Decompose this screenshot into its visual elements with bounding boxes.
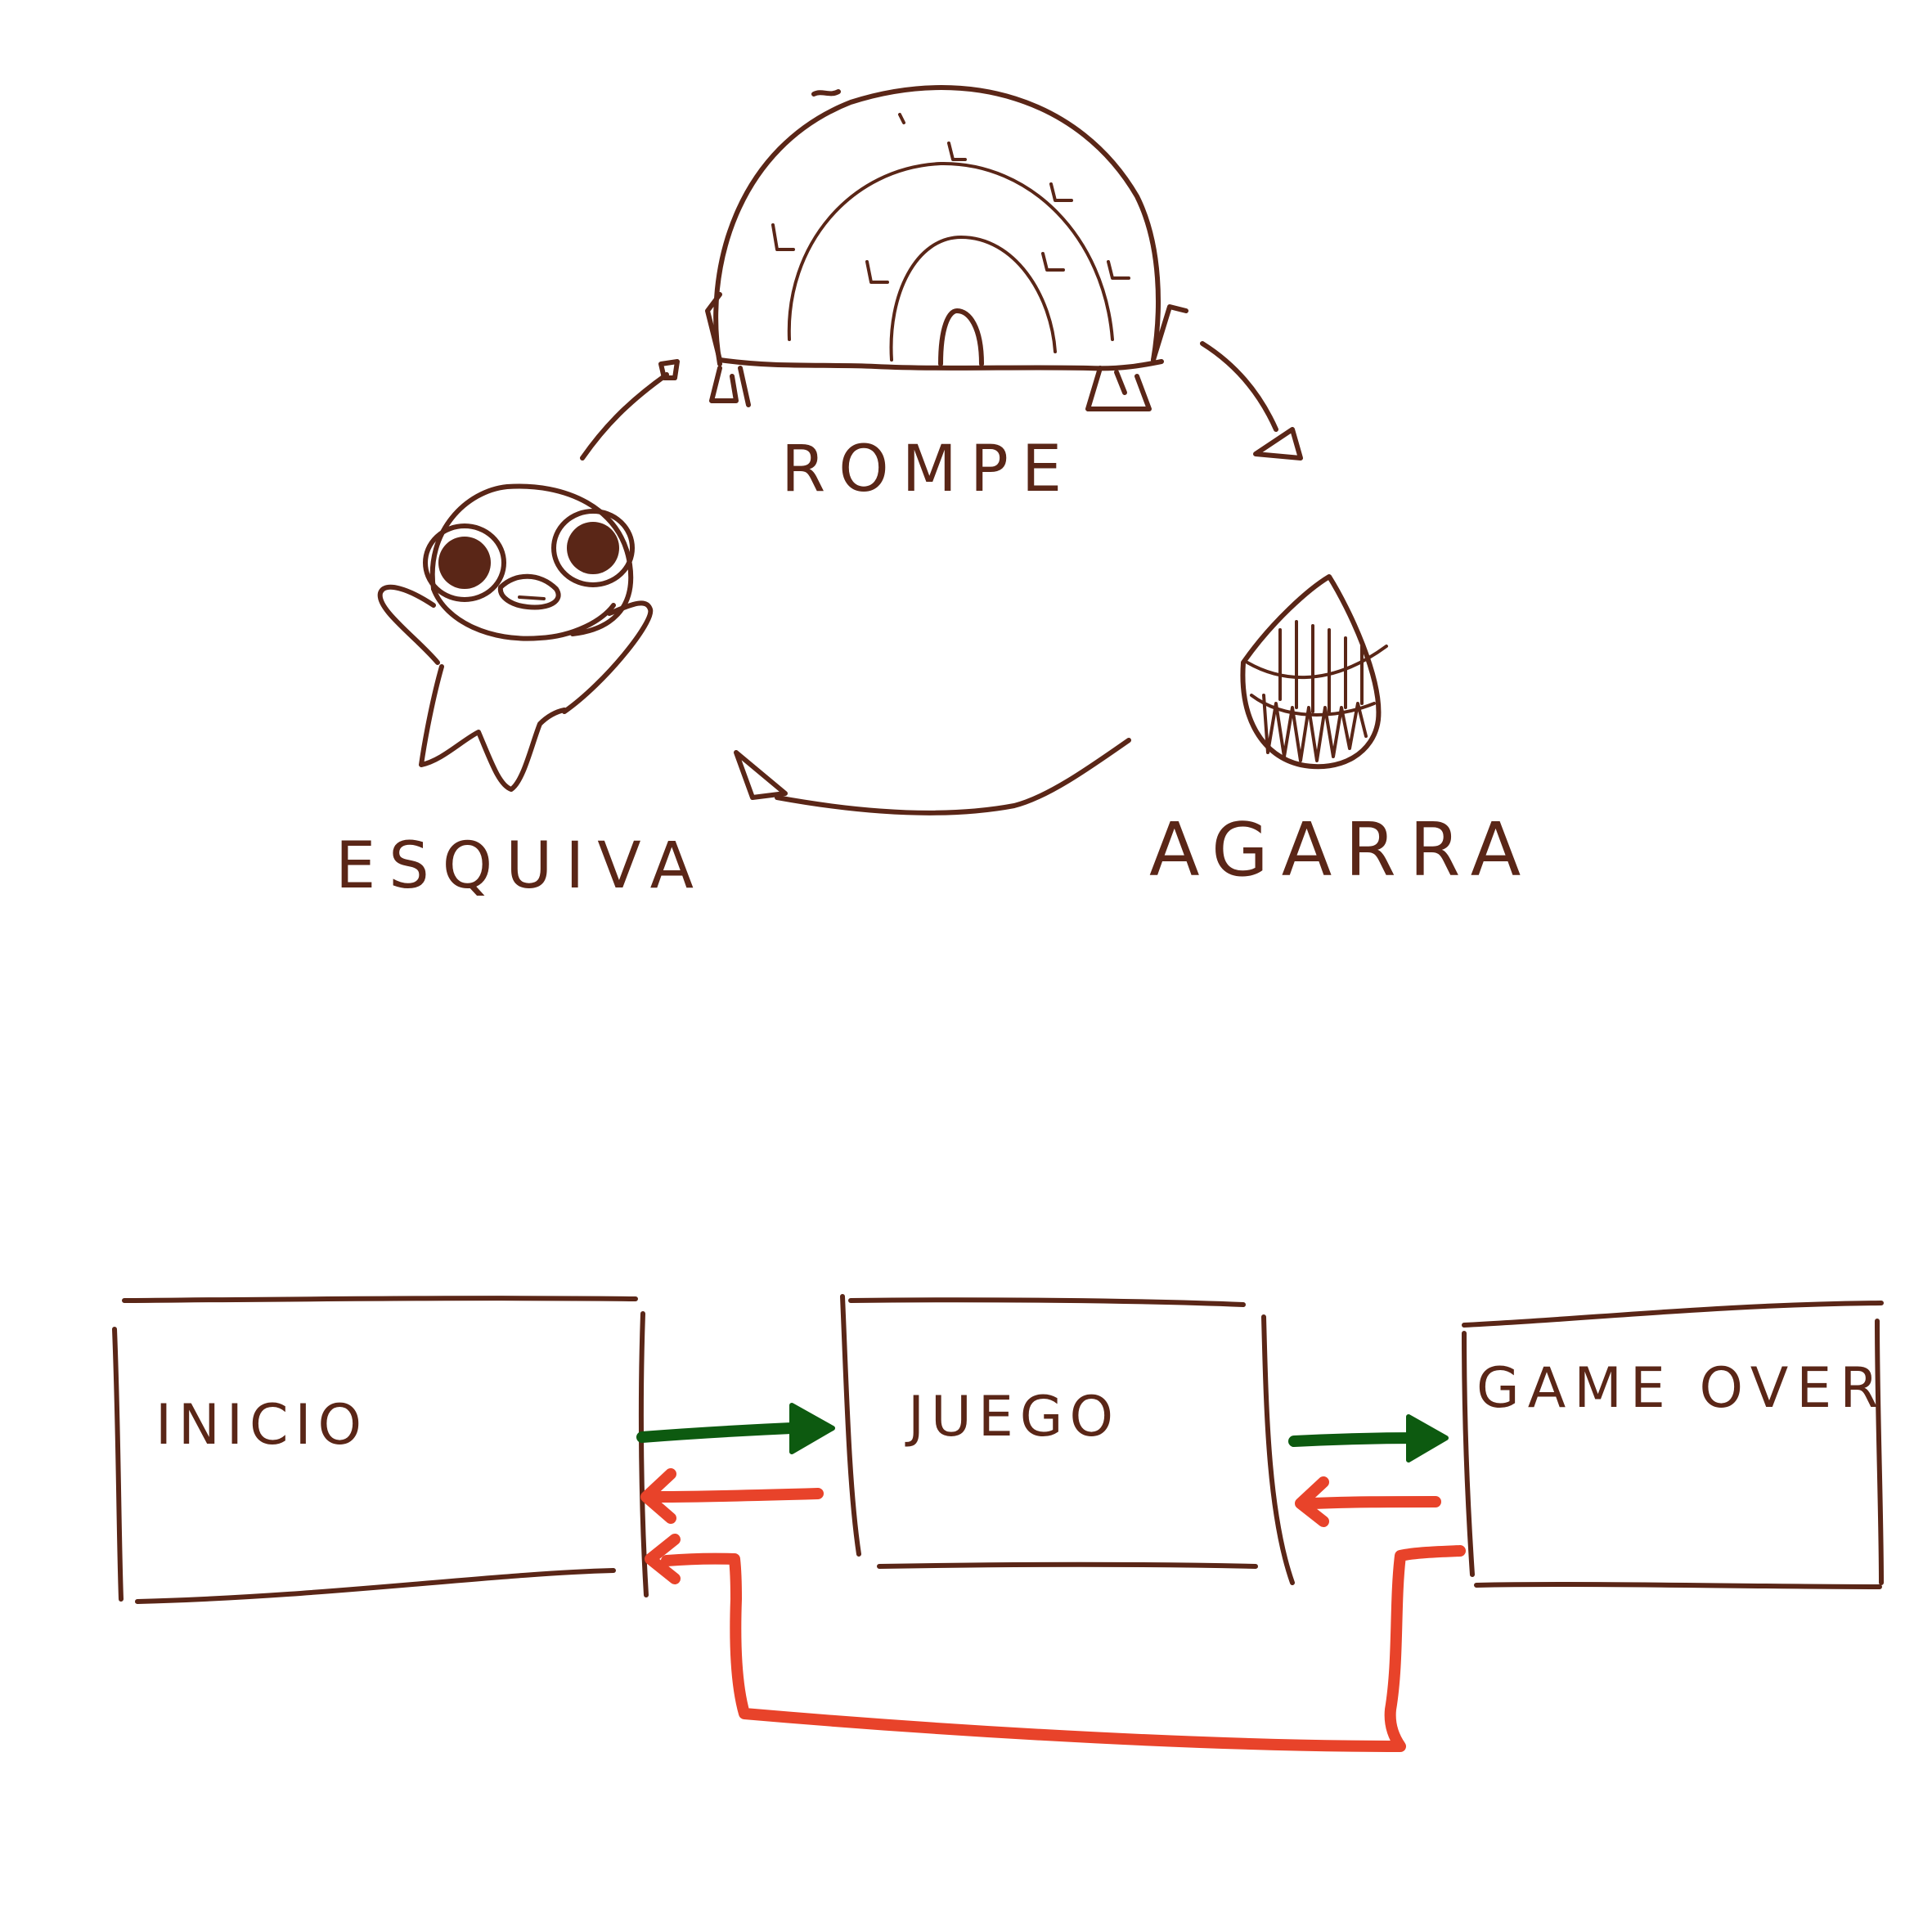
arrow-game-over-to-juego — [1295, 1476, 1441, 1527]
label-rompe: ROMPE — [781, 433, 1075, 506]
label-esquiva: ESQUIVA — [335, 829, 707, 903]
arrow-inicio-to-juego — [636, 1403, 835, 1454]
box-inicio — [112, 1296, 649, 1604]
label-inicio: INICIO — [155, 1393, 368, 1458]
arrow-agarra-to-esquiva — [734, 738, 1131, 815]
label-game-over: GAME OVER — [1476, 1356, 1887, 1421]
arrow-rompe-to-agarra — [1200, 341, 1303, 461]
box-game-over — [1462, 1301, 1884, 1589]
arrow-game-over-to-inicio — [645, 1534, 1466, 1752]
box-juego — [840, 1294, 1295, 1585]
claw-icon — [1240, 574, 1388, 770]
label-agarra: AGARRA — [1149, 807, 1534, 893]
label-juego: JUEGO — [905, 1385, 1120, 1449]
creature-icon — [377, 483, 654, 792]
arrow-juego-to-inicio — [640, 1468, 824, 1524]
arrow-esquiva-to-rompe — [580, 359, 680, 461]
rock-icon — [705, 85, 1188, 411]
arrow-juego-to-game-over — [1288, 1414, 1449, 1462]
